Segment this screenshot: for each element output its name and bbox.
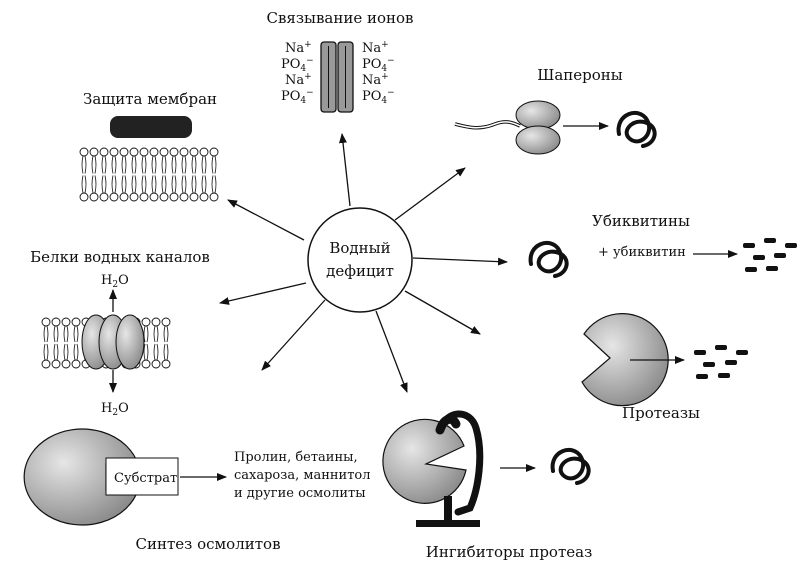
osmolytes-line1: Пролин, бетаины, xyxy=(234,450,358,465)
water-channels-group: Белки водных каналов H2O H2O xyxy=(30,248,210,418)
protease-inhibitors-label: Ингибиторы протеаз xyxy=(426,543,593,561)
peptide-fragments-icon-1 xyxy=(743,238,797,272)
arrow-to-chaperones xyxy=(394,167,466,221)
arrow-to-water-channels xyxy=(219,282,307,305)
arrow-to-ubiquitins xyxy=(412,257,508,266)
protease-inhibitors-group: Ингибиторы протеаз xyxy=(382,410,593,561)
h2o-top-label: H2O xyxy=(101,273,129,290)
ion-na-right-2: Na+ xyxy=(362,72,389,88)
arrow-to-ion-binding xyxy=(339,133,351,207)
ion-binding-group: Связывание ионов Na+ PO4− Na+ PO4− Na+ P… xyxy=(266,9,414,113)
chaperone-top-icon xyxy=(515,100,561,130)
membrane-protection-group: Защита мембран xyxy=(79,90,219,202)
ion-po4-right-1: PO4− xyxy=(362,56,395,74)
substrate-box xyxy=(105,457,179,496)
ion-po4-right-2: PO4− xyxy=(362,88,395,106)
arrow-to-membrane xyxy=(227,199,305,241)
ion-na-right-1: Na+ xyxy=(362,40,389,56)
osmolytes-line2: сахароза, маннитол xyxy=(234,468,371,483)
aquaporin-icon xyxy=(81,314,145,370)
membrane-protection-label: Защита мембран xyxy=(83,90,217,108)
ion-binding-label: Связывание ионов xyxy=(266,9,413,27)
water-channels-label: Белки водных каналов xyxy=(30,248,210,266)
ion-channel-icon xyxy=(320,41,354,113)
h2o-bottom-label: H2O xyxy=(101,401,129,418)
ion-na-left-1: Na+ xyxy=(285,40,312,56)
peptide-fragments-icon-2 xyxy=(694,345,748,379)
proteases-label: Протеазы xyxy=(622,404,700,422)
chaperones-group: Шапероны xyxy=(454,66,657,155)
ubiquitins-label: Убиквитины xyxy=(592,212,690,230)
folded-protein-icon-3 xyxy=(550,448,591,485)
osmolyte-synthesis-label: Синтез осмолитов xyxy=(135,535,280,553)
substrate-label: Субстрат xyxy=(114,471,177,486)
ion-po4-left-1: PO4− xyxy=(281,56,314,74)
folded-protein-icon-1 xyxy=(616,111,657,148)
folded-protein-icon-2 xyxy=(528,241,569,278)
osmolyte-synthesis-group: Субстрат Пролин, бетаины, сахароза, манн… xyxy=(23,428,371,553)
plus-ubiquitin-label: + убиквитин xyxy=(598,245,686,260)
ubiquitins-group: Убиквитины + убиквитин xyxy=(528,212,797,278)
center-label-line2: дефицит xyxy=(326,262,394,280)
lipid-bilayer-icon xyxy=(79,147,219,202)
protective-protein-icon xyxy=(110,116,192,138)
enzyme-icon xyxy=(23,428,139,526)
center-node: Водный дефицит xyxy=(307,207,413,313)
chaperone-bottom-icon xyxy=(515,125,561,155)
proteases-group: Протеазы xyxy=(581,313,748,422)
inhibited-protease-icon xyxy=(382,418,467,504)
osmolytes-line3: и другие осмолиты xyxy=(234,486,366,501)
arrow-to-proteases xyxy=(404,290,481,335)
chaperones-label: Шапероны xyxy=(537,66,623,84)
protease-pacman-icon xyxy=(581,313,669,407)
arrow-to-osmolyte-synthesis xyxy=(261,299,326,371)
radiating-arrows xyxy=(219,133,508,393)
ion-po4-left-2: PO4− xyxy=(281,88,314,106)
ion-na-left-2: Na+ xyxy=(285,72,312,88)
arrow-to-protease-inhibitors xyxy=(375,310,408,393)
center-label-line1: Водный xyxy=(329,239,390,257)
